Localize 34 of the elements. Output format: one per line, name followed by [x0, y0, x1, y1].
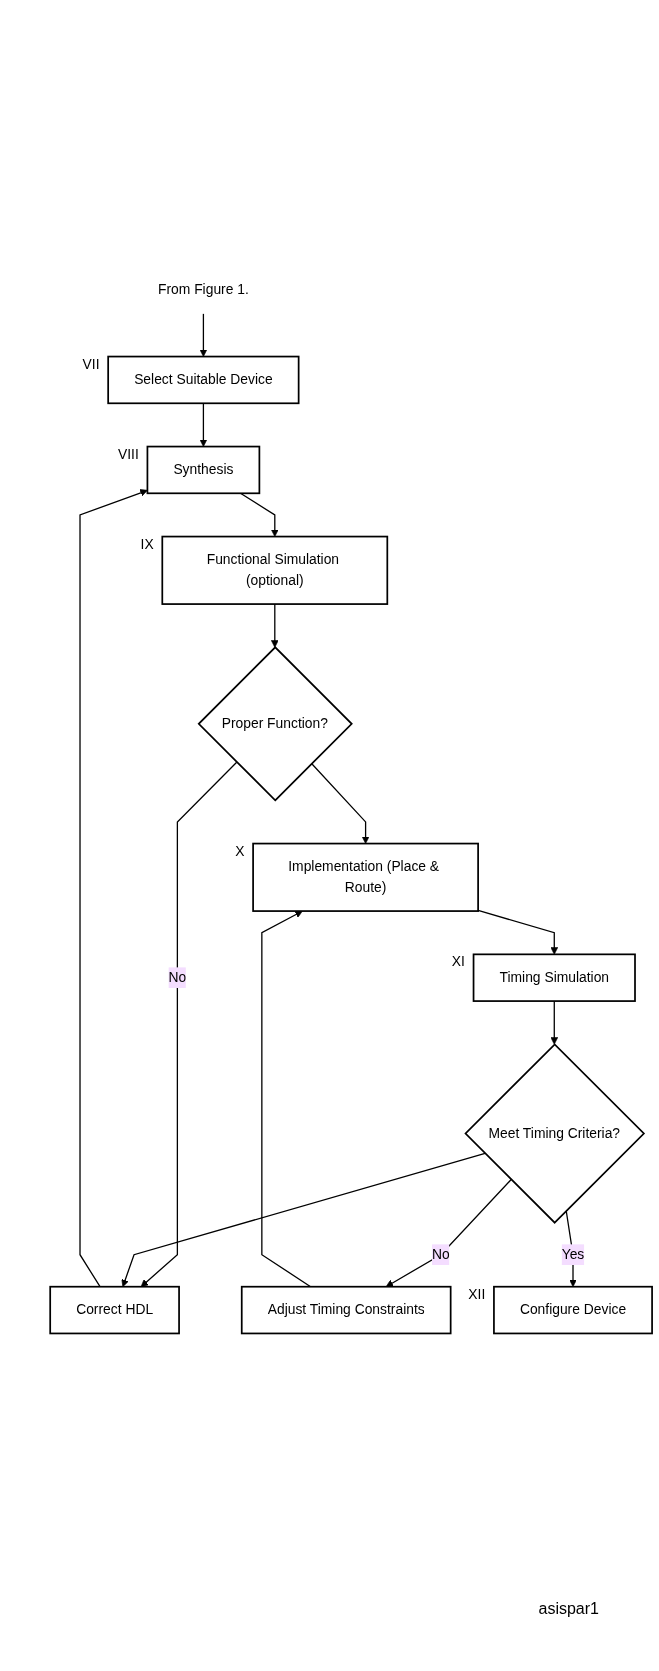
- node-box: Configure Device: [493, 1285, 653, 1335]
- step-numeral: XII: [468, 1285, 486, 1302]
- node-box: Select Suitable Device: [107, 355, 300, 405]
- node-diamond: Meet Timing Criteria?: [464, 1043, 646, 1224]
- node-box: Timing Simulation: [472, 953, 636, 1002]
- node-box: Correct HDL: [49, 1285, 180, 1335]
- arrow: [199, 312, 208, 357]
- edge-label: No: [432, 1246, 450, 1262]
- arrow: [121, 1152, 486, 1288]
- step-numeral: IX: [140, 535, 154, 552]
- edge-label: No: [168, 969, 187, 985]
- arrow: [199, 402, 208, 447]
- figure-code: asispar1: [537, 1600, 599, 1618]
- step-numeral: VII: [82, 355, 100, 372]
- arrow: [79, 489, 148, 1288]
- node-box: Synthesis: [146, 445, 261, 495]
- arrow: [477, 909, 559, 955]
- node-box: Functional Simulation (optional): [161, 535, 389, 605]
- step-numeral: X: [235, 842, 245, 859]
- arrow: [550, 1000, 559, 1045]
- arrow: [261, 910, 312, 1288]
- edge-label: Yes: [561, 1246, 585, 1262]
- node-box: Implementation (Place & Route): [252, 842, 479, 912]
- step-numeral: VIII: [118, 445, 139, 462]
- node-text: From Figure 1.: [158, 282, 249, 297]
- arrow: [239, 492, 279, 537]
- arrow: [565, 1210, 577, 1288]
- arrow: [271, 603, 279, 648]
- step-numeral: XI: [451, 953, 465, 970]
- node-box: Adjust Timing Constraints: [240, 1285, 452, 1335]
- arrow: [385, 1178, 512, 1288]
- arrow: [310, 762, 370, 844]
- node-diamond: Proper Function?: [197, 646, 353, 802]
- arrow: [140, 761, 238, 1288]
